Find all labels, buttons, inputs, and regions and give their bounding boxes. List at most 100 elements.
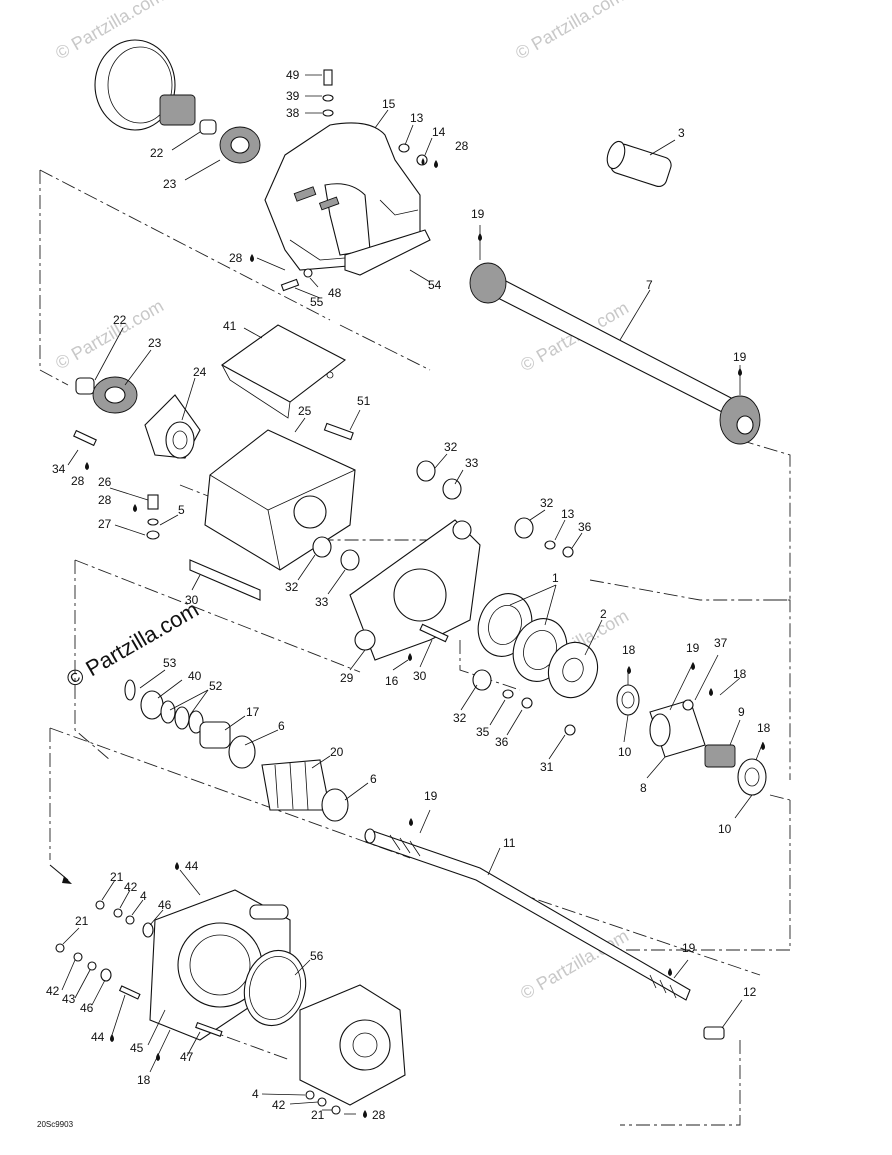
- callout-22: 22: [150, 146, 164, 160]
- callout-53: 53: [163, 656, 177, 670]
- callout-19: 19: [424, 789, 438, 803]
- callout-18: 18: [757, 721, 771, 735]
- callout-19: 19: [733, 350, 747, 364]
- drop-icon: [691, 662, 695, 670]
- callout-23: 23: [163, 177, 177, 191]
- callout-33: 33: [465, 456, 479, 470]
- callout-10: 10: [718, 822, 732, 836]
- callout-3: 3: [678, 126, 685, 140]
- part-8-housing: [616, 684, 767, 796]
- callout-42: 42: [272, 1098, 286, 1112]
- parts-1-2-rings: [477, 593, 599, 699]
- callout-31: 31: [540, 760, 554, 774]
- callout-43: 43: [62, 992, 76, 1006]
- callout-7: 7: [646, 278, 653, 292]
- callout-36: 36: [578, 520, 592, 534]
- callout-13: 13: [561, 507, 575, 521]
- callout-44: 44: [185, 859, 199, 873]
- callout-19: 19: [682, 941, 696, 955]
- part-7-driveshaft: [469, 262, 761, 445]
- callout-28: 28: [229, 251, 243, 265]
- callout-30: 30: [185, 593, 199, 607]
- drop-icon: [668, 968, 672, 976]
- callout-28: 28: [98, 493, 112, 507]
- diagram-code: 20Sc9903: [37, 1120, 74, 1129]
- drop-icon: [363, 1110, 367, 1118]
- drop-icon: [408, 653, 412, 661]
- callout-22: 22: [113, 313, 127, 327]
- callout-18: 18: [622, 643, 636, 657]
- drop-icon: [738, 368, 742, 376]
- callout-19: 19: [471, 207, 485, 221]
- callout-36: 36: [495, 735, 509, 749]
- callout-25: 25: [298, 404, 312, 418]
- callout-39: 39: [286, 89, 300, 103]
- callout-38: 38: [286, 106, 300, 120]
- callout-13: 13: [410, 111, 424, 125]
- callout-28: 28: [455, 139, 469, 153]
- callout-44: 44: [91, 1030, 105, 1044]
- callout-4: 4: [140, 889, 147, 903]
- part-25-support: [189, 429, 356, 601]
- callout-46: 46: [80, 1001, 94, 1015]
- callout-32: 32: [453, 711, 467, 725]
- callout-16: 16: [385, 674, 399, 688]
- callout-48: 48: [328, 286, 342, 300]
- callout-41: 41: [223, 319, 237, 333]
- callout-6: 6: [370, 772, 377, 786]
- part-15-cover: [264, 122, 431, 276]
- callout-40: 40: [188, 669, 202, 683]
- callout-33: 33: [315, 595, 329, 609]
- callout-52: 52: [209, 679, 223, 693]
- drop-icon: [409, 818, 413, 826]
- callout-45: 45: [130, 1041, 144, 1055]
- drop-icon: [175, 862, 179, 870]
- callout-28: 28: [372, 1108, 386, 1122]
- callout-32: 32: [285, 580, 299, 594]
- part-12-plug: [703, 1026, 725, 1040]
- callout-5: 5: [178, 503, 185, 517]
- callout-14: 14: [432, 125, 446, 139]
- callout-46: 46: [158, 898, 172, 912]
- callout-47: 47: [180, 1050, 194, 1064]
- drop-icon: [250, 254, 254, 262]
- callout-42: 42: [46, 984, 60, 998]
- callout-labels: 49 39 38 15 13 14 28 3 22 23 19 28 55 48…: [46, 68, 771, 1122]
- boot-assembly: [124, 679, 349, 822]
- drop-icon: [478, 233, 482, 241]
- callout-21: 21: [311, 1108, 325, 1122]
- part-29-bracket: [349, 519, 481, 661]
- part-41-plate: [220, 324, 347, 419]
- part-11-shaft: [364, 828, 691, 1001]
- callout-2: 2: [600, 607, 607, 621]
- drop-icon: [85, 462, 89, 470]
- drop-icon: [761, 742, 765, 750]
- part-3-sleeve: [606, 140, 672, 188]
- drop-icon: [709, 688, 713, 696]
- leader-lines: [49, 74, 764, 1115]
- callout-18: 18: [733, 667, 747, 681]
- callout-32: 32: [540, 496, 554, 510]
- watermark-dark: © Partzilla.com: [62, 597, 203, 693]
- watermark-2: © Partzilla.com: [512, 0, 627, 63]
- drop-icon: [156, 1053, 160, 1061]
- venturi-housing: [299, 984, 406, 1106]
- coupler-assembly-mid: [75, 376, 201, 459]
- callout-24: 24: [193, 365, 207, 379]
- callout-4: 4: [252, 1087, 259, 1101]
- callout-34: 34: [52, 462, 66, 476]
- callout-37: 37: [714, 636, 728, 650]
- lubricant-drop-icons: [85, 158, 765, 1118]
- callout-27: 27: [98, 517, 112, 531]
- callout-32: 32: [444, 440, 458, 454]
- callout-20: 20: [330, 745, 344, 759]
- drop-icon: [627, 666, 631, 674]
- callout-21: 21: [110, 870, 124, 884]
- callout-51: 51: [357, 394, 371, 408]
- callout-19: 19: [686, 641, 700, 655]
- drop-icon: [421, 158, 425, 165]
- hardware: [55, 69, 694, 1115]
- callout-30: 30: [413, 669, 427, 683]
- callout-17: 17: [246, 705, 260, 719]
- watermark-6: © Partzilla.com: [517, 925, 632, 1003]
